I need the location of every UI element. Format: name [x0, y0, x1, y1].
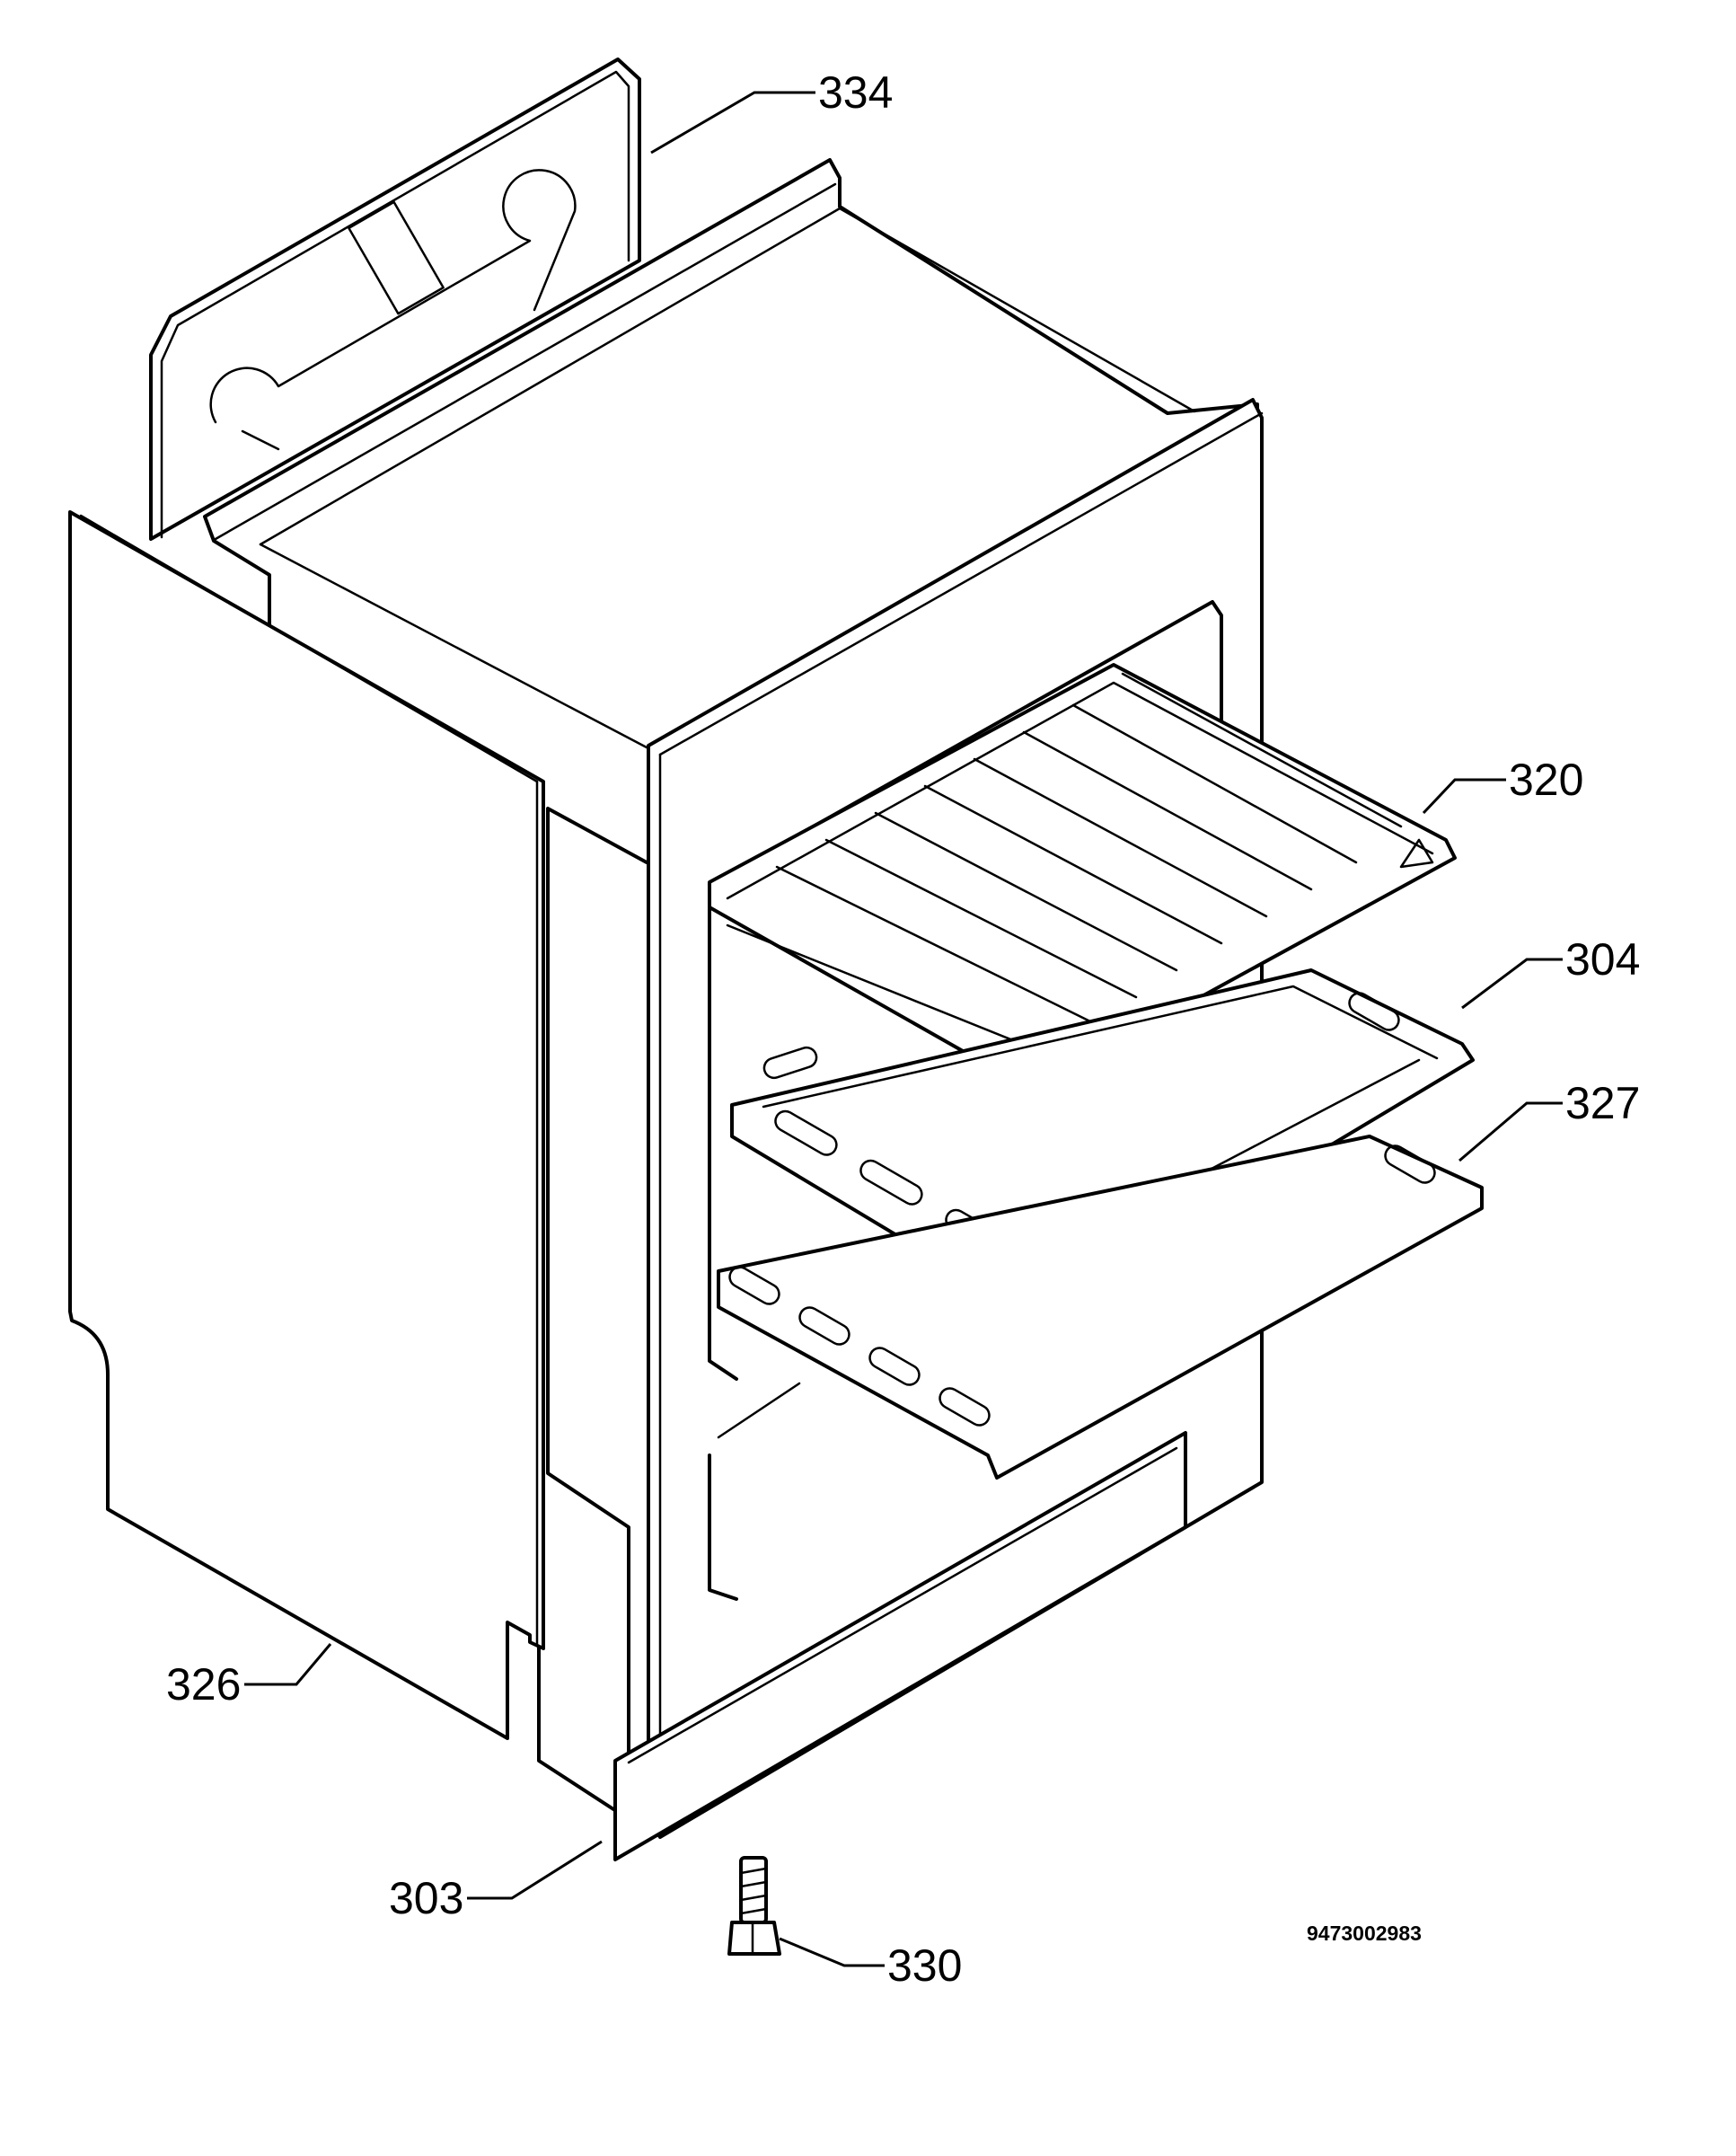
- callout-303: 303: [389, 1873, 463, 1923]
- callout-326: 326: [166, 1659, 241, 1710]
- wire-shelf-part: [708, 663, 1457, 1120]
- callout-labels: 334 320 304 327 326 303 330 9473002983: [166, 67, 1640, 1991]
- rear-panel-part: [149, 57, 641, 541]
- side-panel-part: [68, 510, 545, 1740]
- leader-lines: [244, 91, 1563, 1967]
- leader-303: [467, 1840, 603, 1900]
- screw-part: [727, 1856, 781, 1956]
- leader-304: [1461, 958, 1563, 1010]
- leader-334: [650, 91, 815, 155]
- leader-326: [244, 1643, 332, 1686]
- callout-304: 304: [1565, 934, 1640, 985]
- drawing-code: 9473002983: [1307, 1922, 1422, 1945]
- leader-320: [1422, 778, 1506, 815]
- callout-327: 327: [1565, 1078, 1640, 1128]
- leader-330: [779, 1937, 885, 1967]
- bottom-plate-part: [717, 1135, 1484, 1480]
- leader-327: [1458, 1101, 1563, 1162]
- callout-320: 320: [1509, 755, 1583, 805]
- callout-334: 334: [818, 67, 893, 118]
- kick-plate-part: [613, 1431, 1187, 1861]
- callout-330: 330: [887, 1940, 962, 1991]
